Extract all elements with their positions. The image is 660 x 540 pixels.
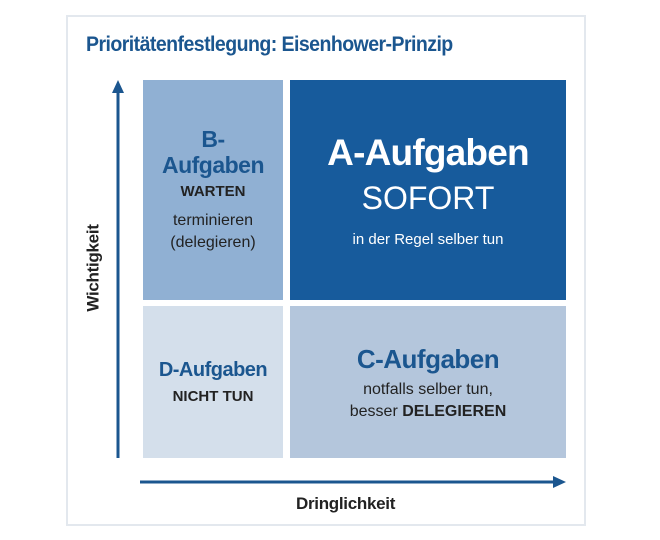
quadrant-b-heading-1: B- (201, 125, 225, 152)
quadrant-d-action: NICHT TUN (172, 388, 254, 405)
x-axis-label: Dringlichkeit (296, 494, 396, 513)
x-axis-arrow (140, 476, 566, 488)
quadrant-d: D-Aufgaben NICHT TUN (143, 306, 283, 458)
quadrant-b-action: WARTEN (180, 182, 246, 200)
quadrant-a-action: SOFORT (361, 180, 495, 216)
quadrant-a-heading: A-Aufgaben (327, 132, 529, 173)
quadrant-b-note-2: (delegieren) (170, 233, 256, 251)
diagram-title: Prioritätenfestlegung: Eisenhower-Prinzi… (86, 33, 453, 56)
quadrant-c-note-2-bold: DELEGIEREN (402, 402, 507, 420)
quadrant-c-heading: C-Aufgaben (356, 343, 500, 374)
quadrant-c-note-1: notfalls selber tun, (363, 380, 493, 398)
quadrant-c: C-Aufgaben notfalls selber tun, besser D… (290, 306, 566, 458)
y-axis-arrow (112, 80, 124, 458)
quadrant-a: A-Aufgaben SOFORT in der Regel selber tu… (290, 80, 566, 300)
quadrant-a-note: in der Regel selber tun (352, 231, 504, 248)
quadrant-b: B- Aufgaben WARTEN terminieren (delegier… (143, 80, 283, 300)
quadrant-c-note-2-prefix: besser (349, 402, 398, 420)
quadrant-b-note-1: terminieren (172, 211, 254, 229)
y-axis-label: Wichtigkeit (83, 224, 103, 312)
quadrant-d-heading: D-Aufgaben (158, 359, 268, 381)
quadrant-b-heading-2: Aufgaben (161, 151, 265, 178)
